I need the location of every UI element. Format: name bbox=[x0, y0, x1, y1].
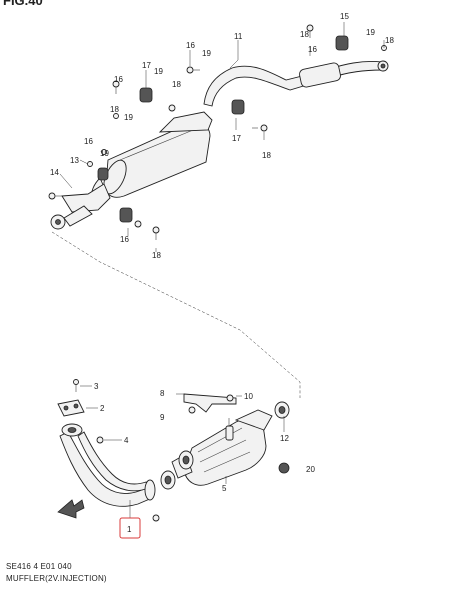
callout-1: 1 bbox=[127, 525, 132, 534]
callout-16: 16 bbox=[186, 41, 195, 50]
callout-9: 9 bbox=[160, 413, 165, 422]
callout-18: 18 bbox=[110, 105, 119, 114]
callout-18: 18 bbox=[172, 80, 181, 89]
callout-16: 16 bbox=[120, 235, 129, 244]
callout-2: 2 bbox=[100, 404, 105, 413]
diagram-code: SE416 4 E01 040 bbox=[6, 562, 72, 571]
exhaust-gasket[interactable] bbox=[160, 401, 290, 490]
callout-15: 15 bbox=[340, 12, 349, 21]
callout-16: 16 bbox=[308, 45, 317, 54]
callout-12: 12 bbox=[280, 434, 289, 443]
catalytic-converter[interactable] bbox=[171, 409, 273, 486]
callout-19: 19 bbox=[366, 28, 375, 37]
callout-17: 17 bbox=[142, 61, 151, 70]
callout-16: 16 bbox=[114, 75, 123, 84]
callout-13: 13 bbox=[70, 156, 79, 165]
callout-16: 16 bbox=[84, 137, 93, 146]
leader-lines-lower bbox=[80, 385, 285, 518]
callout-19: 19 bbox=[154, 67, 163, 76]
rubber-mount[interactable] bbox=[97, 35, 349, 223]
callout-18: 18 bbox=[152, 251, 161, 260]
callout-labels: 15 11 18 19 18 16 16 19 17 19 16 18 18 1… bbox=[50, 12, 394, 534]
leader-lines bbox=[59, 22, 385, 252]
callout-5: 5 bbox=[222, 484, 227, 493]
main-muffler[interactable] bbox=[91, 111, 213, 207]
heat-shield-bracket[interactable] bbox=[183, 393, 237, 413]
callout-11: 11 bbox=[234, 32, 243, 41]
front-pipe-hanger[interactable] bbox=[50, 183, 111, 230]
diagram-title: MUFFLER(2V.INJECTION) bbox=[6, 574, 107, 583]
highlighted-callout-box bbox=[119, 517, 141, 539]
callout-14: 14 bbox=[50, 168, 59, 177]
callout-19: 19 bbox=[124, 113, 133, 122]
tail-pipe[interactable] bbox=[203, 60, 389, 107]
callout-19: 19 bbox=[202, 49, 211, 58]
callout-4: 4 bbox=[124, 436, 129, 445]
callout-18: 18 bbox=[262, 151, 271, 160]
callout-19: 19 bbox=[100, 149, 109, 158]
callout-18: 18 bbox=[385, 36, 394, 45]
callout-8: 8 bbox=[160, 389, 165, 398]
callout-17: 17 bbox=[232, 134, 241, 143]
o2-sensor[interactable] bbox=[225, 418, 234, 441]
front-arrow-icon bbox=[57, 499, 85, 519]
nut[interactable] bbox=[73, 379, 290, 522]
manifold-gasket[interactable] bbox=[57, 399, 85, 417]
figure-label: FIG.40 bbox=[3, 0, 43, 8]
callout-3: 3 bbox=[94, 382, 99, 391]
callout-10: 10 bbox=[244, 392, 253, 401]
exhaust-manifold-pipe[interactable] bbox=[59, 423, 156, 507]
callout-20: 20 bbox=[306, 465, 315, 474]
callout-18: 18 bbox=[300, 30, 309, 39]
